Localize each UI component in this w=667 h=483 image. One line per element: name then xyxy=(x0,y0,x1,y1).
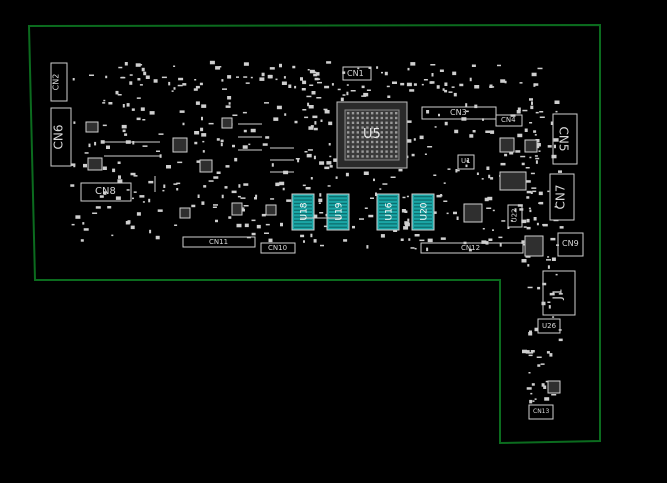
connector-cn4[interactable] xyxy=(495,114,523,127)
connector-cn7[interactable] xyxy=(549,173,575,221)
component-pads xyxy=(70,60,564,404)
connector-cn5[interactable] xyxy=(552,113,578,165)
connector-cn11[interactable] xyxy=(182,236,256,248)
traces xyxy=(104,123,342,219)
connector-cn9[interactable] xyxy=(557,232,584,257)
connector-cn10[interactable] xyxy=(260,242,296,254)
component-u26[interactable] xyxy=(537,318,561,334)
component-u5[interactable] xyxy=(336,101,408,169)
memory-chip-stripes xyxy=(294,196,432,228)
component-u22[interactable] xyxy=(507,204,523,228)
connector-cn3[interactable] xyxy=(421,106,497,120)
board-outline xyxy=(27,23,601,445)
memory-chips xyxy=(291,193,435,231)
connector-j1[interactable] xyxy=(542,270,576,316)
component-u1[interactable] xyxy=(457,154,475,170)
connector-cn13[interactable] xyxy=(528,404,554,420)
connector-cn1[interactable] xyxy=(342,66,372,81)
connector-cn8[interactable] xyxy=(80,182,132,202)
connector-cn6[interactable] xyxy=(50,107,72,167)
connectors xyxy=(50,62,584,420)
u5-bga-grid xyxy=(347,112,398,158)
small-chips xyxy=(85,117,561,394)
connector-cn2[interactable] xyxy=(50,62,68,102)
connector-cn12[interactable] xyxy=(420,242,524,254)
